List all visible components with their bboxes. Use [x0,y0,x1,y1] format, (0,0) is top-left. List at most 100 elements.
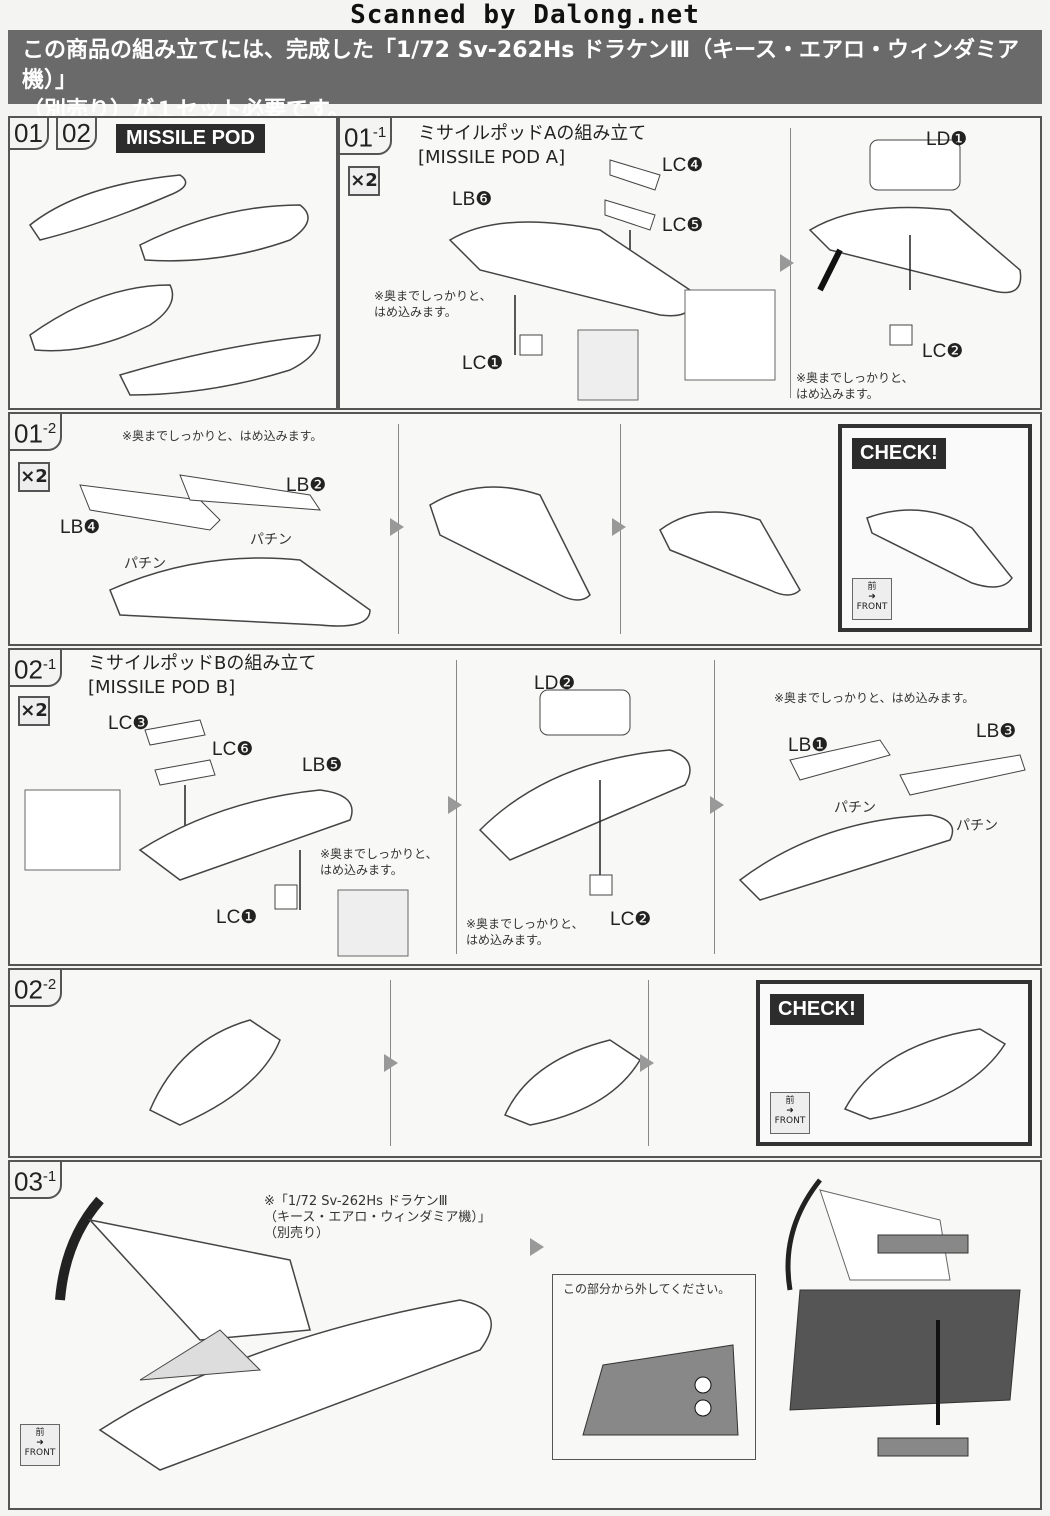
note-line: ※奥までしっかりと、 [466,917,584,931]
step-02-1-title-jp: ミサイルポッドBの組み立て [88,653,317,674]
step-01-1-title-en: [MISSILE POD A] [418,147,566,168]
step-tag-02-1: 02-1 [8,648,63,687]
step-01-2-side-panel-drawing [79,474,371,627]
step-02-1-title-en: [MISSILE POD B] [88,677,236,698]
label-lb4: LB❹ [60,517,101,538]
step-tag-03-1: 03-1 [8,1160,63,1199]
snap-sound: パチン [124,556,166,572]
kit-reference-note: ※「1/72 Sv-262Hs ドラケンⅢ （キース・エアロ・ウィンダミア機）」… [264,1194,491,1242]
step-tag-01-1: 01-1 [338,116,393,155]
note-line: （キース・エアロ・ウィンダミア機）」 [264,1210,491,1225]
label-lc5: LC❺ [662,215,704,236]
overview-parts-drawing [28,174,321,396]
completed-pod-b-drawing [843,1028,1007,1120]
multiplier-badge: ×2 [348,166,380,196]
next-arrow [384,1054,398,1072]
note-line: ※「1/72 Sv-262Hs ドラケンⅢ [264,1194,448,1209]
front-label-jp: 前 [867,582,877,592]
step-01-2-fold-drawing [429,486,591,601]
step-02-2-fold-drawing [149,1019,281,1126]
next-arrow [448,796,462,814]
front-label-en: FRONT [774,1116,806,1126]
requirement-banner: この商品の組み立てには、完成した「1/72 Sv-262Hs ドラケンⅢ（キース… [8,30,1042,123]
press-in-note: ※奥までしっかりと、 はめ込みます。 [466,916,584,948]
press-in-note: ※奥までしっかりと、 はめ込みます。 [374,288,492,320]
front-label-en: FRONT [24,1448,56,1458]
check-label: CHECK! [852,438,946,469]
check-box-pod-a: CHECK! 前 ➜ FRONT [838,424,1032,632]
missile-pod-b-panels-drawing [738,739,1026,901]
step-01-1-title: ミサイルポッドAの組み立て [MISSILE POD A] [418,122,646,170]
snap-sound: パチン [956,818,998,834]
front-arrow-icon: ➜ [36,1438,44,1448]
note-line: ※奥までしっかりと、 [796,371,914,385]
completed-pod-a-drawing [866,509,1013,588]
aircraft-wing-fold-drawing [55,1196,492,1471]
remove-here-note: この部分から外してください。 [563,1282,731,1296]
detail-inset: この部分から外してください。 [552,1274,756,1460]
label-lc2: LC❷ [922,341,964,362]
note-line: はめ込みます。 [374,305,457,319]
front-indicator: 前 ➜ FRONT [770,1092,810,1134]
next-arrow [780,254,794,272]
label-lb1: LB❶ [788,735,829,756]
label-ld1: LD❶ [926,129,968,150]
note-line: はめ込みます。 [796,387,879,401]
detail-drawing [582,1344,739,1436]
step-tag-01: 01 [8,116,49,150]
missile-pod-b-rack-drawing [478,689,691,896]
next-arrow [390,518,404,536]
front-label-en: FRONT [856,602,888,612]
next-arrow [640,1054,654,1072]
note-line: ※奥までしっかりと、 [320,847,438,861]
label-lb2: LB❷ [286,475,327,496]
step-02-1-title: ミサイルポッドBの組み立て [MISSILE POD B] [88,652,316,700]
banner-line-1: この商品の組み立てには、完成した「1/72 Sv-262Hs ドラケンⅢ（キース… [22,38,1020,93]
front-indicator: 前 ➜ FRONT [20,1424,60,1466]
label-lc1b: LC❶ [216,907,258,928]
label-lb6: LB❻ [452,189,493,210]
check-box-pod-b: CHECK! 前 ➜ FRONT [756,980,1032,1146]
step-tag-02: 02 [56,116,97,150]
label-lc3: LC❸ [108,713,150,734]
missile-pod-b-assembly-drawing [24,719,409,957]
note-line: はめ込みます。 [466,933,549,947]
label-lc1: LC❶ [462,353,504,374]
label-lc6: LC❻ [212,739,254,760]
press-in-note: ※奥までしっかりと、 はめ込みます。 [796,370,914,402]
next-arrow [612,518,626,536]
label-ld2: LD❷ [534,673,576,694]
label-lb3: LB❸ [976,721,1017,742]
front-indicator: 前 ➜ FRONT [852,578,892,620]
front-label-jp: 前 [35,1428,45,1438]
step-01-2-closed-drawing [659,511,801,596]
label-lb5: LB❺ [302,755,343,776]
watermark: Scanned by Dalong.net [350,0,700,30]
press-in-note: ※奥までしっかりと、はめ込みます。 [774,691,975,705]
snap-sound: パチン [834,800,876,816]
multiplier-badge: ×2 [18,462,50,492]
next-arrow [710,796,724,814]
snap-sound: パチン [250,532,292,548]
missile-pod-title: MISSILE POD [116,124,265,153]
label-lc2b: LC❷ [610,909,652,930]
step-tag-02-2: 02-2 [8,968,63,1007]
next-arrow [530,1238,544,1256]
missile-pod-a-rack-drawing [808,139,1022,346]
wing-part-removal-drawing [785,1178,1021,1457]
step-02-2-closed-drawing [503,1039,642,1126]
note-line: （別売り） [264,1226,330,1241]
press-in-note: ※奥までしっかりと、はめ込みます。 [122,429,323,443]
missile-pod-a-assembly-drawing [448,159,776,401]
note-line: ※奥までしっかりと、 [374,289,492,303]
front-arrow-icon: ➜ [786,1106,794,1116]
check-label: CHECK! [770,994,864,1025]
front-label-jp: 前 [785,1096,795,1106]
front-arrow-icon: ➜ [868,592,876,602]
press-in-note: ※奥までしっかりと、 はめ込みます。 [320,846,438,878]
multiplier-badge: ×2 [18,696,50,726]
step-01-1-title-jp: ミサイルポッドAの組み立て [418,123,647,144]
label-lc4: LC❹ [662,155,704,176]
step-tag-01-2: 01-2 [8,412,63,451]
note-line: はめ込みます。 [320,863,403,877]
